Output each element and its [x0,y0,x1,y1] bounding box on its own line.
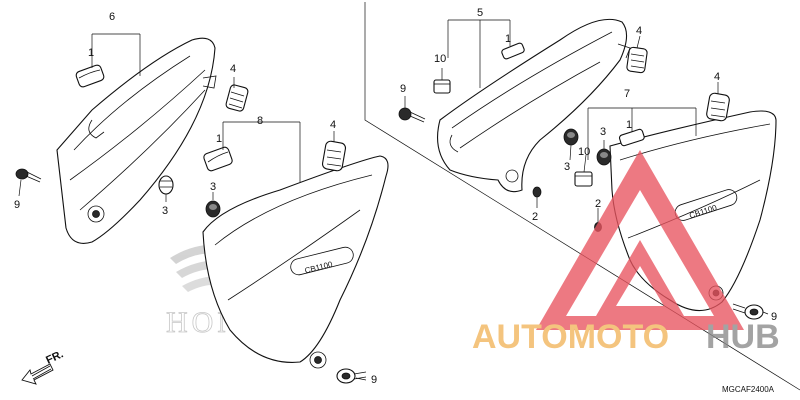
rubber-part-4-d [706,92,730,122]
callout-1: 1 [88,47,94,59]
callout-1: 1 [505,33,511,45]
bolt-part-9-b [336,368,367,384]
callout-3: 3 [162,205,168,217]
rubber-part-4-c [626,46,648,74]
callout-9: 9 [771,311,777,323]
rubber-part-3-d [596,148,612,166]
front-label: FR. [44,348,65,366]
callout-3: 3 [600,126,606,138]
bolt-part-9-c [398,107,426,123]
bolt-part-9-a [15,168,42,183]
callout-4: 4 [230,63,236,75]
side-cover-left-upper [56,37,217,244]
callout-9: 9 [14,199,20,211]
front-arrow: FR. [21,348,65,385]
rubber-part-4-a [225,84,249,112]
callout-9: 9 [371,374,377,386]
callout-10: 10 [434,53,446,65]
leader-lines [18,19,769,381]
callout-4: 4 [714,71,720,83]
bolt-part-9-d [732,303,764,320]
triangle-logo [536,150,744,330]
grommet-part-1-a [75,64,105,88]
grommet-part-1-d [618,128,645,147]
rubber-part-3-b [205,200,221,218]
watermark-text-automoto: AUTOMOTO [472,318,669,356]
rubber-part-4-b [321,140,347,172]
callout-4: 4 [330,119,336,131]
grommet-part-1-b [203,146,233,172]
callout-2: 2 [532,211,538,223]
automotohub-watermark: AUTOMOTO HUB [472,150,780,356]
callout-5: 5 [477,7,483,19]
callout-1: 1 [626,119,632,131]
callout-4: 4 [636,25,642,37]
callout-10: 10 [578,146,590,158]
callouts: 6 1 9 3 4 8 1 3 4 9 5 10 1 4 9 3 2 7 4 3… [14,7,777,386]
callout-3: 3 [210,181,216,193]
callout-3: 3 [564,161,570,173]
callout-8: 8 [257,115,263,127]
block-part-10-b [574,171,593,187]
grommet-part-1-c [501,42,525,60]
rubber-part-3-a [158,175,174,195]
callout-9: 9 [400,83,406,95]
callout-1: 1 [216,133,222,145]
side-cover-right-inner [437,18,631,193]
callout-6: 6 [109,11,115,23]
side-cover-left-lower: CB1100 [202,155,389,369]
clip-part-2-a [532,186,542,198]
watermark-text-hub: HUB [706,318,780,356]
callout-2: 2 [595,198,601,210]
block-part-10-a [433,79,451,94]
rubber-part-3-c [563,128,579,146]
diagram-code: MGCAF2400A [722,385,775,394]
callout-7: 7 [624,88,630,100]
divider-line [364,2,800,391]
